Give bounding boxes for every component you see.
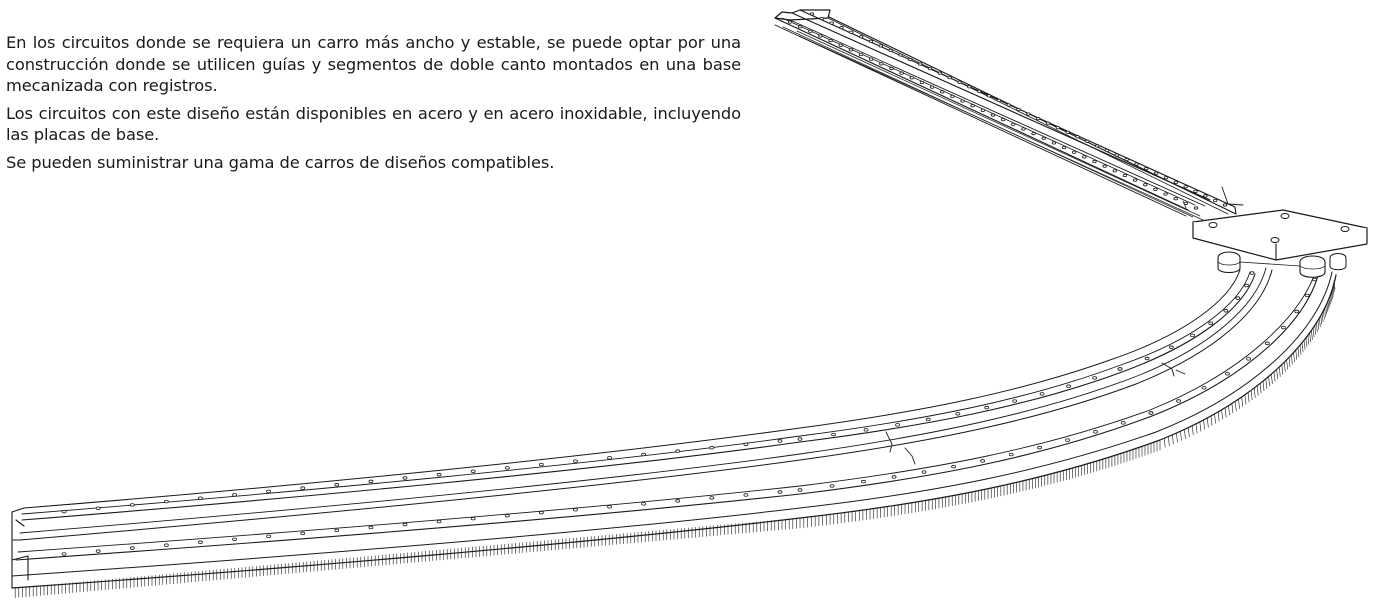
straight-track-upper	[774, 9, 1244, 221]
description-paragraph-1: En los circuitos donde se requiera un ca…	[6, 33, 741, 95]
description-paragraph-2: Los circuitos con este diseño están disp…	[6, 103, 741, 145]
carriage-plate	[1192, 209, 1368, 278]
description-paragraph-3: Se pueden suministrar una gama de carros…	[6, 152, 555, 172]
curved-track-section	[11, 261, 1337, 599]
description-text: En los circuitos donde se requiera un ca…	[6, 32, 741, 179]
